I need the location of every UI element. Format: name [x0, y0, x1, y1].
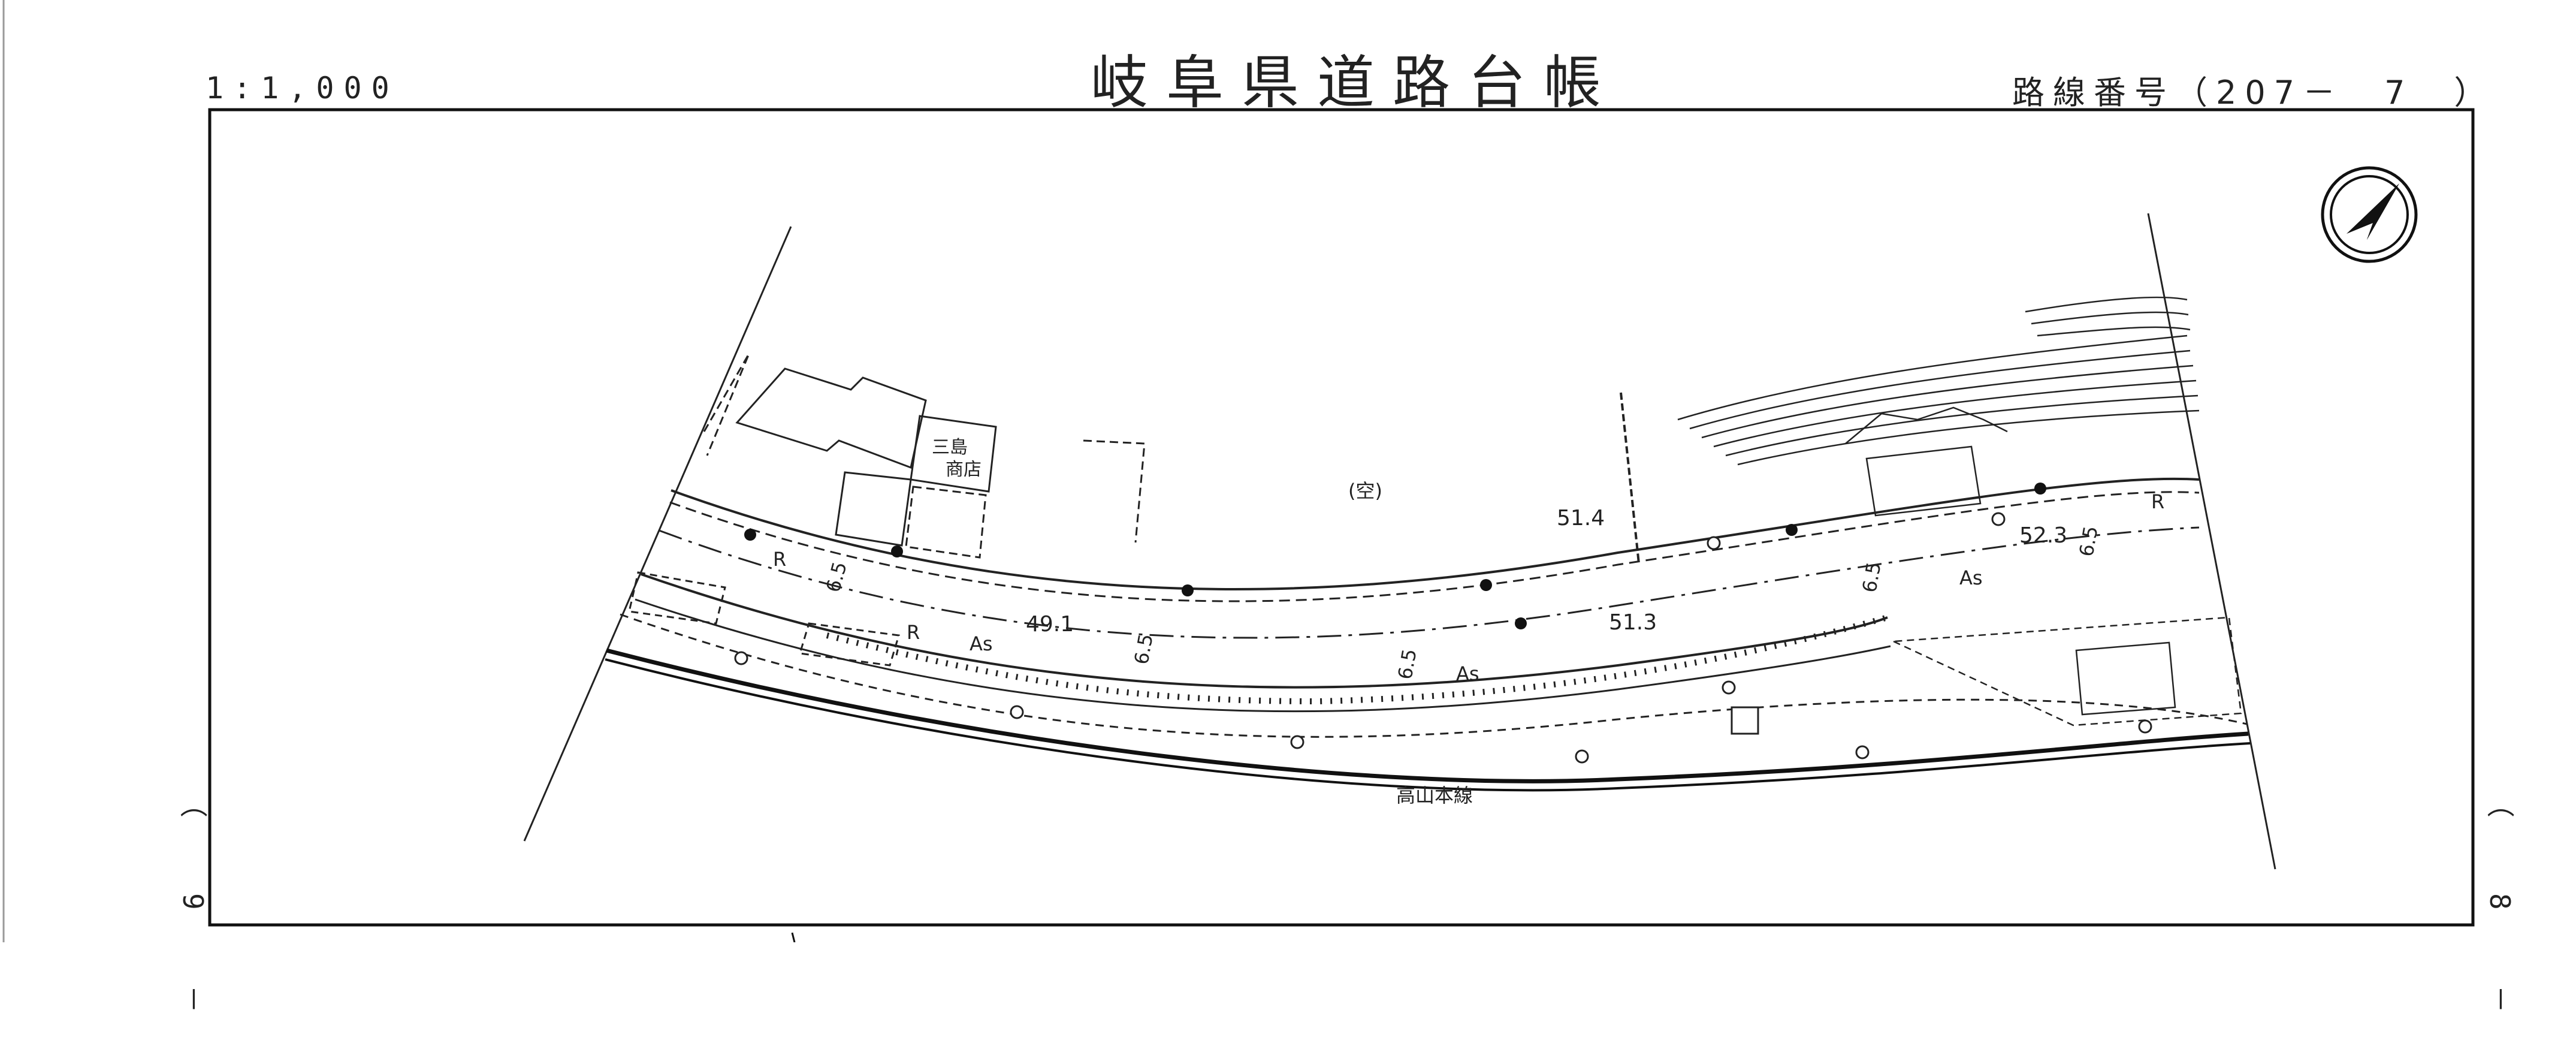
road-label: R — [2151, 490, 2164, 513]
map-scale: 1:1,000 — [206, 71, 399, 105]
width-label: 6.5 — [1130, 632, 1157, 667]
width-label: 6.5 — [822, 559, 851, 595]
width-label: 6.5 — [1393, 647, 1421, 682]
surface-label: As — [1959, 566, 1983, 589]
elevation-label: 52.3 — [2019, 523, 2067, 548]
map-frame — [208, 108, 2475, 927]
width-label: 6.5 — [1858, 560, 1885, 595]
sheet-title: 岐阜県道路台帳 — [1091, 49, 1619, 116]
elevation-label: 51.4 — [1557, 506, 1605, 530]
route-number: 路線番号（207－ 7 ） — [2012, 74, 2495, 111]
road-south-edge — [641, 573, 1888, 689]
building — [1865, 445, 1982, 517]
road-label: R — [773, 548, 786, 571]
sheet-boundary-left — [523, 226, 792, 842]
road-map: 三島 商店 (空) 高山本線 51.4 49.1 51.3 52.3 As As… — [2, 0, 2475, 942]
building — [835, 471, 912, 547]
road-label: R — [907, 621, 920, 644]
vacant-label: (空) — [1348, 480, 1382, 502]
road-centerline — [659, 526, 2200, 639]
building — [2075, 641, 2176, 716]
building — [735, 367, 927, 469]
shop-label-2: 商店 — [946, 459, 982, 480]
road-north-edge — [671, 477, 2200, 590]
surface-label: As — [1456, 662, 1479, 685]
railway-line — [605, 648, 2251, 792]
sheet-boundary-right — [2147, 213, 2276, 870]
elevation-label: 49.1 — [1026, 612, 1074, 637]
shop-label: 三島 — [932, 437, 968, 458]
width-label: 6.5 — [2074, 524, 2102, 559]
railway-label: 高山本線 — [1396, 784, 1473, 807]
elevation-label: 51.3 — [1609, 610, 1657, 635]
surface-label: As — [970, 632, 993, 655]
building — [910, 415, 997, 493]
north-arrow-icon — [2321, 166, 2418, 263]
